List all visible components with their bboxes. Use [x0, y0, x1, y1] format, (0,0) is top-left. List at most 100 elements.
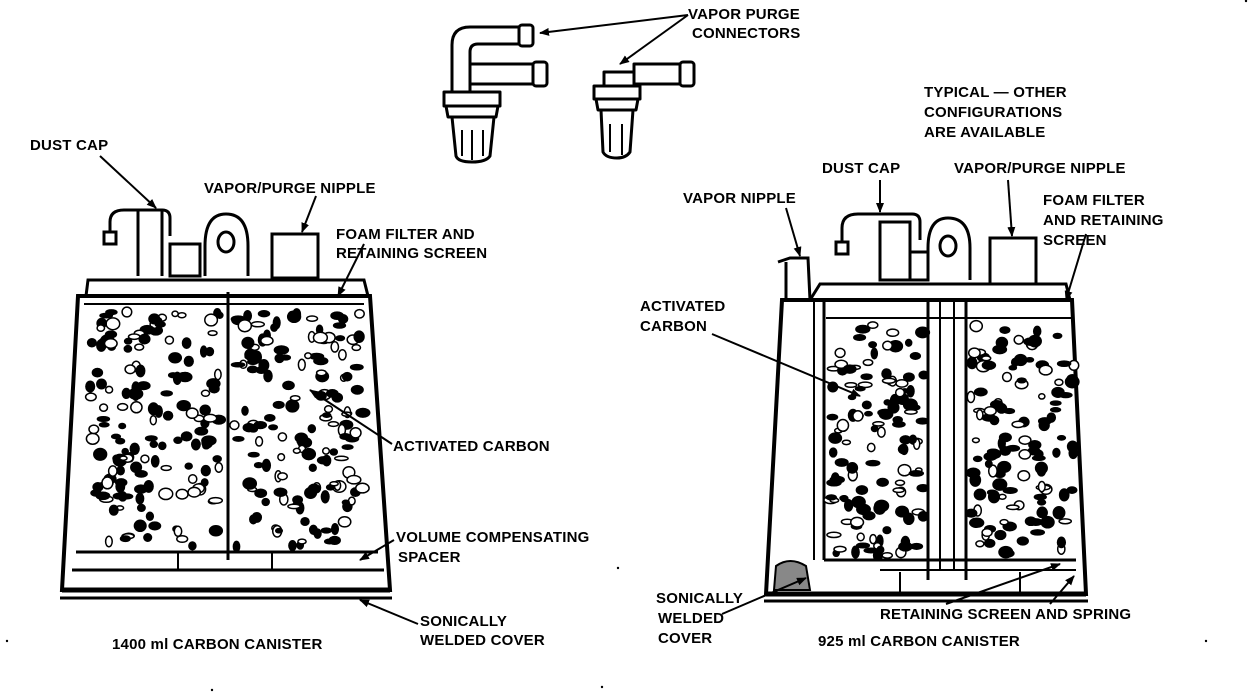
carbon-granule: [1052, 506, 1066, 520]
carbon-granule: [973, 387, 988, 397]
carbon-granule: [834, 347, 846, 359]
carbon-granule: [849, 516, 865, 528]
carbon-granule: [124, 364, 137, 375]
carbon-granule: [176, 534, 189, 544]
carbon-granule: [1024, 516, 1037, 527]
carbon-granule: [966, 467, 981, 479]
carbon-granule: [897, 463, 912, 477]
carbon-granule: [323, 538, 336, 545]
carbon-granule: [98, 403, 109, 412]
carbon-granule: [966, 390, 976, 404]
carbon-granule: [121, 306, 133, 318]
carbon-granule: [1037, 480, 1046, 493]
carbon-granule: [160, 390, 173, 397]
carbon-granule: [881, 368, 892, 380]
carbon-granule: [282, 380, 295, 391]
carbon-granule: [213, 368, 222, 381]
carbon-granule: [130, 401, 143, 414]
carbon-granule: [909, 352, 922, 360]
carbon-granule: [320, 527, 332, 534]
carbon-granule: [992, 478, 1008, 491]
carbon-granule: [354, 308, 365, 319]
carbon-granule: [842, 364, 857, 374]
carbon-granule: [999, 518, 1009, 526]
left-spacer-label-line2: SPACER: [398, 549, 461, 566]
carbon-granule: [987, 490, 1001, 504]
carbon-granule: [241, 336, 255, 350]
carbon-granule: [994, 529, 1007, 541]
carbon-granule: [917, 510, 929, 522]
connector-leader-lines: [539, 14, 689, 65]
carbon-granule: [353, 330, 365, 344]
carbon-granule: [1038, 364, 1053, 376]
carbon-granule: [254, 436, 264, 447]
carbon-granule: [307, 424, 317, 434]
carbon-granule: [150, 454, 160, 468]
carbon-granule: [180, 431, 193, 442]
carbon-granule: [108, 504, 119, 516]
carbon-granule: [337, 515, 352, 528]
carbon-granule: [119, 455, 128, 462]
carbon-granule: [323, 405, 334, 414]
carbon-granule: [1005, 504, 1020, 511]
carbon-granule: [176, 399, 191, 412]
carbon-granule: [983, 538, 996, 548]
carbon-granule: [981, 527, 993, 538]
carbon-granule: [200, 389, 211, 398]
carbon-granule: [329, 481, 339, 487]
carbon-granule: [181, 337, 192, 349]
carbon-granule: [998, 545, 1014, 559]
carbon-granule: [118, 422, 127, 430]
connectors-label-line1: VAPOR PURGE: [688, 6, 800, 23]
carbon-granule: [987, 464, 998, 478]
carbon-granule: [112, 492, 126, 500]
carbon-granule: [177, 311, 187, 319]
carbon-granule: [88, 424, 100, 435]
carbon-granule: [869, 533, 878, 545]
carbon-granule: [185, 407, 199, 420]
carbon-granule: [1016, 377, 1027, 384]
carbon-granule: [207, 330, 218, 337]
carbon-granule: [134, 484, 148, 494]
carbon-granule: [870, 347, 879, 360]
carbon-granule: [873, 501, 887, 515]
carbon-granule: [902, 372, 915, 382]
carbon-granule: [349, 363, 364, 371]
carbon-granule: [1064, 375, 1080, 389]
carbon-granule: [335, 335, 346, 342]
scan-speckles: [5, 0, 1248, 692]
carbon-granule: [1049, 407, 1062, 413]
carbon-granule: [972, 455, 983, 463]
carbon-granule: [313, 356, 329, 366]
right-vapor-purge-nipple-label: VAPOR/PURGE NIPPLE: [954, 160, 1126, 177]
carbon-granule: [101, 476, 114, 490]
carbon-granule: [856, 532, 865, 542]
right-dust-cap-label: DUST CAP: [822, 160, 901, 177]
carbon-granule: [852, 410, 864, 422]
carbon-granule: [865, 459, 881, 467]
carbon-granule: [297, 358, 306, 371]
carbon-granule: [119, 535, 131, 543]
carbon-granule: [870, 425, 879, 433]
carbon-granule: [287, 310, 296, 320]
right-vapor-nipple-label: VAPOR NIPPLE: [683, 190, 796, 207]
right-welded-cover-label-line3: COVER: [658, 630, 713, 647]
right-activated-carbon-fill: [823, 319, 1080, 562]
carbon-granule: [272, 400, 285, 409]
carbon-granule: [828, 447, 838, 458]
carbon-granule: [339, 432, 352, 441]
carbon-granule: [981, 360, 997, 371]
carbon-granule: [187, 486, 202, 498]
carbon-granule: [346, 474, 362, 485]
carbon-granule: [980, 355, 992, 362]
carbon-granule: [854, 385, 866, 392]
carbon-granule: [148, 521, 162, 531]
carbon-granule: [143, 533, 153, 542]
carbon-granule: [969, 319, 984, 333]
carbon-granule: [321, 447, 331, 455]
carbon-granule: [130, 461, 143, 474]
carbon-granule: [305, 315, 319, 322]
carbon-granule: [205, 346, 215, 357]
carbon-granule: [173, 436, 183, 445]
carbon-granule: [995, 336, 1009, 349]
